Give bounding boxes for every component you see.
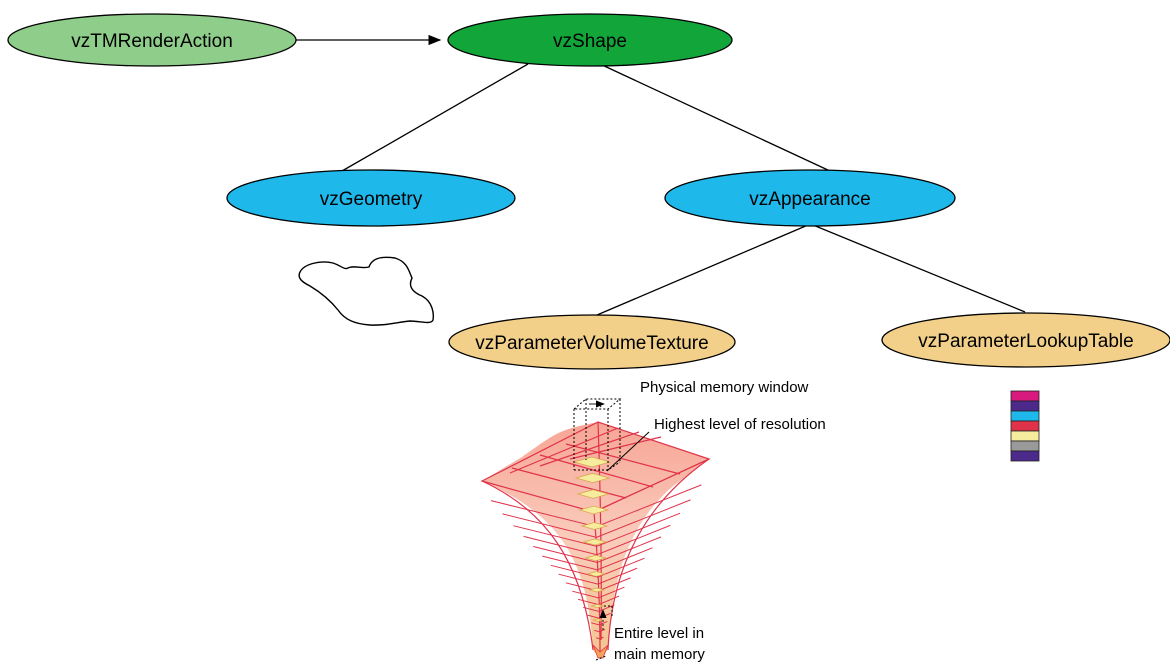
node-vzParameterLookupTable[interactable]: vzParameterLookupTable [881,312,1170,368]
pyramid-resolution-slice [574,473,611,483]
pyramid-resolution-slice [586,571,607,577]
lookup-table-swatch [1010,410,1040,422]
texture-pyramid [480,421,711,659]
pyramid-tip [592,644,609,659]
lookup-table-swatch [1010,450,1040,462]
lookup-table-swatch [1010,400,1040,412]
node-vzTMRenderAction[interactable]: vzTMRenderAction [7,13,297,67]
node-vzParameterLookupTable-label: vzParameterLookupTable [918,331,1133,352]
pyramid-level-line [502,499,691,538]
pyramid-resolution-slice [590,604,605,608]
node-vzShape[interactable]: vzShape [447,13,733,67]
pyramid-level-line [572,586,625,599]
annotation-highest-resolution: Highest level of resolution [654,416,826,433]
leader-highest-resolution [606,431,650,472]
edge-shape-to-appearance [599,63,831,172]
node-vzParameterLookupTable-shape [881,312,1170,368]
edge-shape-to-geometry [341,63,529,172]
pyramid-level-line [595,636,604,640]
lookup-table-swatch [1010,440,1040,452]
annotation-entire-level-line2: main memory [614,646,705,663]
node-vzParameterVolumeTexture-label: vzParameterVolumeTexture [475,333,708,354]
pyramid-level-line [513,512,681,547]
pyramid-level-line [523,524,671,556]
pyramid-level-line [558,567,638,585]
edge-appearance-to-volume-texture [589,224,809,319]
annotation-physical-memory-window: Physical memory window [640,379,809,396]
lookup-table-swatch [1010,390,1040,402]
pyramid-level-line [591,620,608,626]
pyramid-left-edge [481,480,594,651]
node-vzShape-label: vzShape [553,31,627,52]
node-vzGeometry-label: vzGeometry [320,189,423,210]
pyramid-level-line [533,536,662,564]
node-vzAppearance-shape [664,169,956,227]
pyramid-resolution-slice [584,554,607,562]
lookup-table-swatch [1010,430,1040,442]
pyramid-resolution-slice [582,538,608,546]
pyramid-resolution-slice [572,456,612,468]
lookup-table-swatches [1010,390,1040,462]
lookup-table-swatch [1010,420,1040,432]
main-memory-bracket [595,605,613,661]
pyramid-resolution-slice [578,505,610,515]
pyramid-levels [490,484,702,640]
physical-memory-window-box [572,398,622,471]
geometry-outline-icon [298,256,434,326]
pyramid-level-line [593,628,606,633]
node-vzGeometry-shape [226,169,516,227]
pyramid-resolution-slices [572,456,612,622]
window-depth-arrow [596,400,602,408]
pyramid-level-line [550,557,645,578]
annotation-entire-level-line1: Entire level in [614,625,704,642]
node-vzTMRenderAction-label: vzTMRenderAction [71,31,233,52]
pyramid-level-line [587,612,611,619]
pyramid-level-line [542,547,653,571]
pyramid-resolution-slice [576,489,610,499]
pyramid-level-line [583,604,615,612]
node-vzAppearance[interactable]: vzAppearance [664,169,956,227]
node-vzParameterVolumeTexture-shape [448,314,736,370]
node-vzGeometry[interactable]: vzGeometry [226,169,516,227]
node-vzTMRenderAction-shape [7,13,297,67]
node-vzParameterVolumeTexture[interactable]: vzParameterVolumeTexture [448,314,736,370]
node-vzShape-shape [447,13,733,67]
pyramid-top-grid [509,427,710,513]
edge-appearance-to-lookup-table [812,224,1026,313]
pyramid-resolution-slice [580,522,609,530]
pyramid-resolution-slice [592,618,604,622]
pyramid-resolution-slice [588,587,606,593]
node-vzAppearance-label: vzAppearance [749,189,870,210]
pyramid-right-edge [607,458,710,651]
